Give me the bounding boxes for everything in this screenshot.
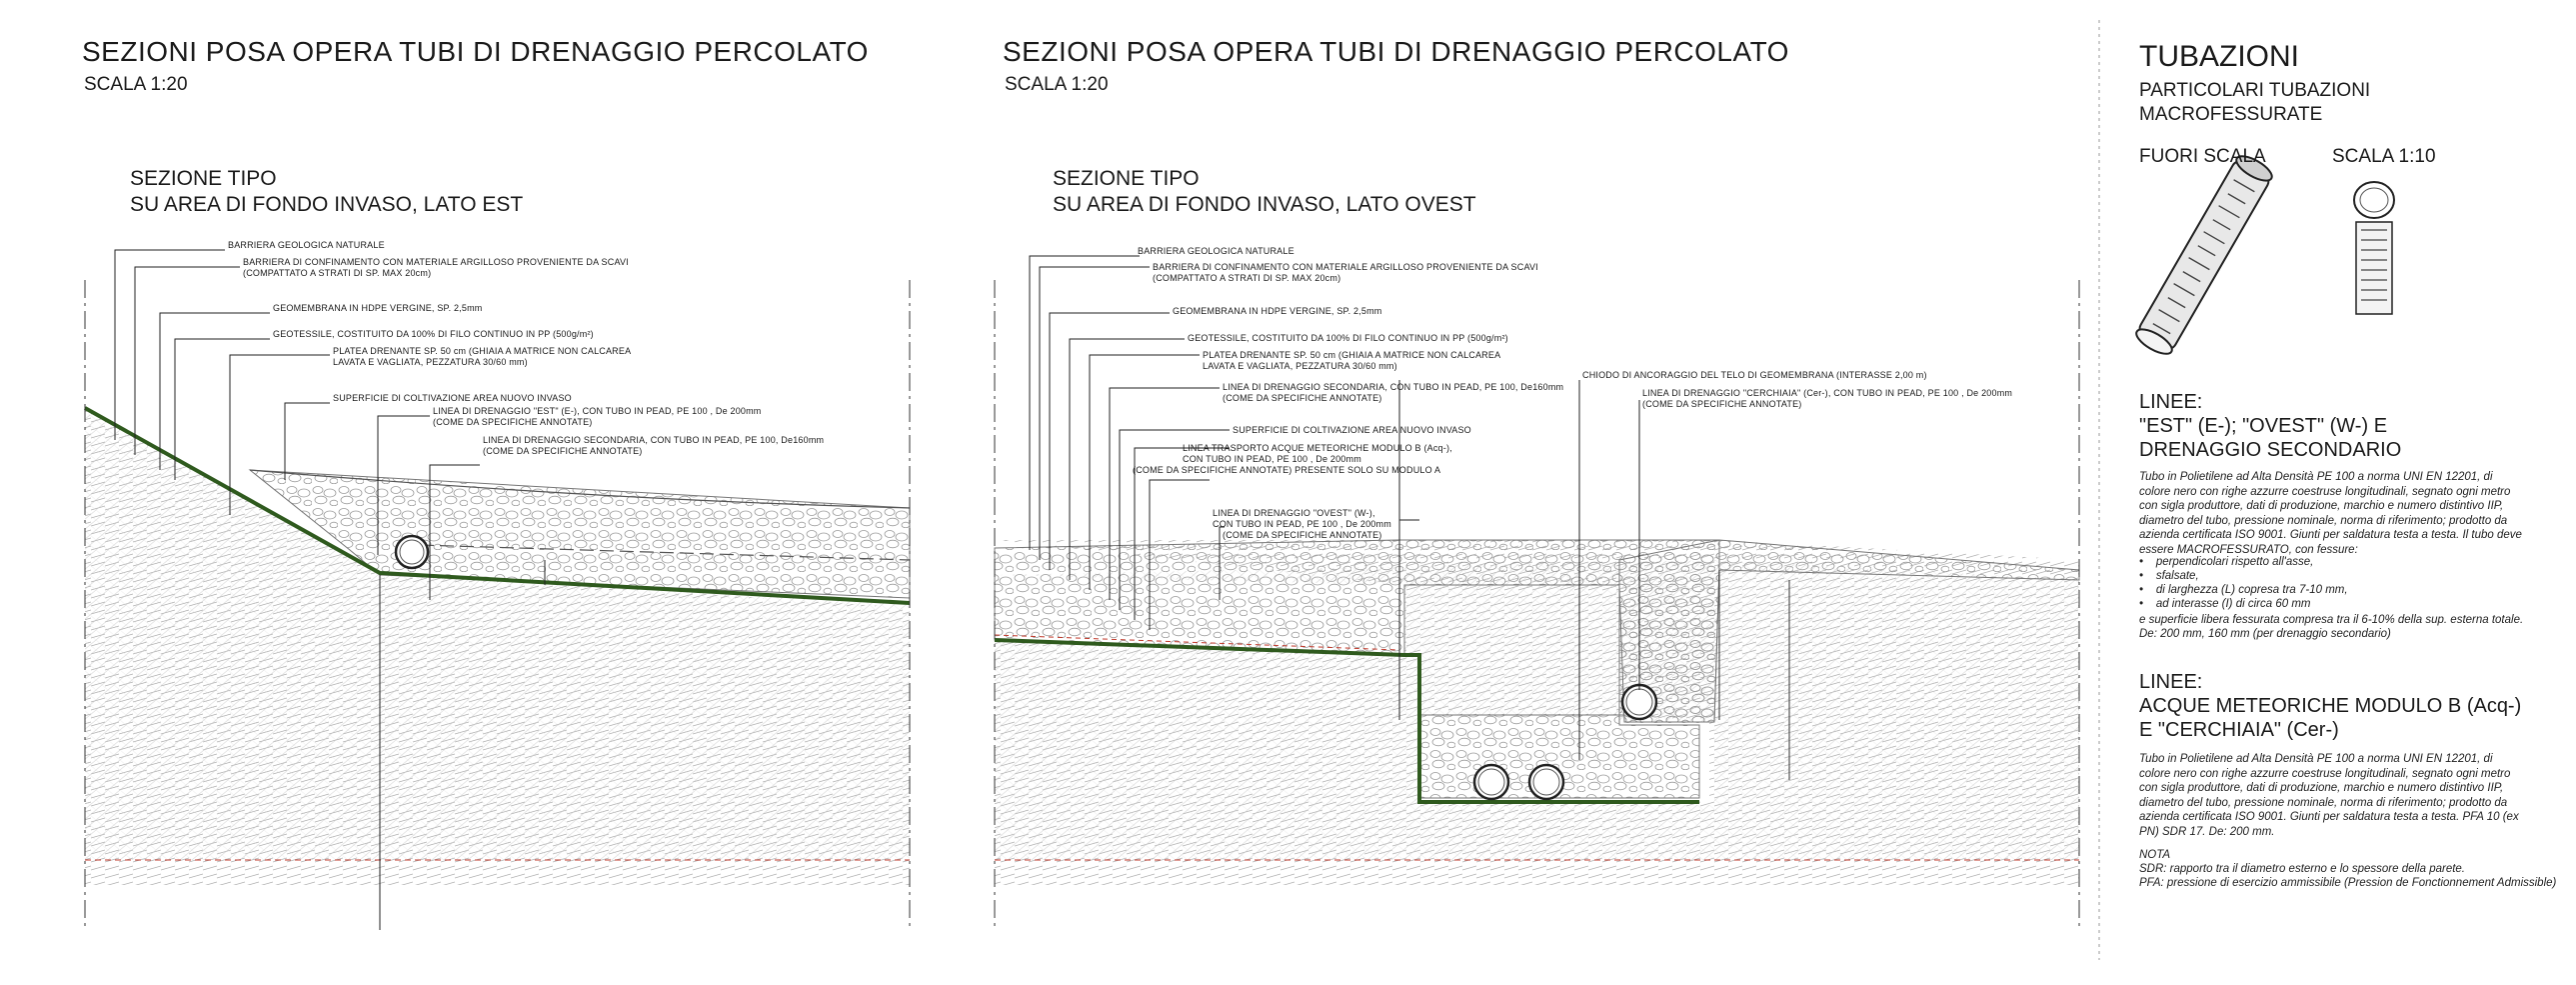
- heading2-line2: ACQUE METEORICHE MODULO B (Acq-): [2139, 695, 2522, 717]
- mid-note: LINEA DI DRENAGGIO "CERCHIAIA" (Cer-), C…: [1642, 388, 2013, 398]
- heading2-line3: E "CERCHIAIA" (Cer-): [2139, 719, 2339, 741]
- heading1-line3: DRENAGGIO SECONDARIO: [2139, 439, 2402, 461]
- left-section-label1: SEZIONE TIPO: [130, 167, 277, 190]
- mid-note: CHIODO DI ANCORAGGIO DEL TELO DI GEOMEMB…: [1582, 370, 1927, 380]
- heading1-line2: "EST" (E-); "OVEST" (W-) E: [2139, 415, 2388, 437]
- left-note: (COME DA SPECIFICHE ANNOTATE): [483, 446, 643, 456]
- drain-pipe-ovest: [1472, 763, 1510, 801]
- mid-note: (COME DA SPECIFICHE ANNOTATE): [1642, 399, 1802, 409]
- mid-note: GEOTESSILE, COSTITUITO DA 100% DI FILO C…: [1188, 333, 1508, 343]
- left-note: LINEA DI DRENAGGIO "EST" (E-), CON TUBO …: [433, 406, 762, 416]
- spec-paragraph-2: Tubo in Polietilene ad Alta Densità PE 1…: [2139, 753, 2519, 838]
- spec-paragraph-1: Tubo in Polietilene ad Alta Densità PE 1…: [2139, 471, 2522, 556]
- mid-note: (COMPATTATO A STRATI DI SP. MAX 20cm): [1153, 273, 1341, 283]
- mid-note: LAVATA E VAGLIATA, PEZZATURA 30/60 mm): [1203, 361, 1397, 371]
- section-mid: [994, 255, 2080, 930]
- bullet-item: • sfalsate,: [2139, 570, 2199, 582]
- mid-note: GEOMEMBRANA IN HDPE VERGINE, SP. 2,5mm: [1173, 306, 1382, 316]
- mid-note: LINEA DI DRENAGGIO "OVEST" (W-),: [1213, 508, 1375, 518]
- scala-110-label: SCALA 1:10: [2332, 146, 2436, 167]
- left-note: LINEA DI DRENAGGIO SECONDARIA, CON TUBO …: [483, 435, 825, 445]
- left-title: SEZIONI POSA OPERA TUBI DI DRENAGGIO PER…: [82, 36, 869, 67]
- nota-line1: SDR: rapporto tra il diametro esterno e …: [2139, 863, 2465, 875]
- right-subtitle2: MACROFESSURATE: [2139, 104, 2323, 125]
- mid-section-label2: SU AREA DI FONDO INVASO, LATO OVEST: [1053, 193, 1476, 216]
- nota-label: NOTA: [2139, 849, 2171, 861]
- right-subtitle1: PARTICOLARI TUBAZIONI: [2139, 80, 2371, 101]
- left-note: LAVATA E VAGLIATA, PEZZATURA 30/60 mm): [333, 357, 528, 367]
- mid-note: BARRIERA GEOLOGICA NATURALE: [1138, 246, 1294, 256]
- left-note: BARRIERA DI CONFINAMENTO CON MATERIALE A…: [243, 257, 629, 267]
- left-note: GEOTESSILE, COSTITUITO DA 100% DI FILO C…: [273, 329, 594, 339]
- left-note: PLATEA DRENANTE SP. 50 cm (GHIAIA A MATR…: [333, 346, 632, 356]
- mid-note: CON TUBO IN PEAD, PE 100 , De 200mm: [1213, 519, 1391, 529]
- mid-note: BARRIERA DI CONFINAMENTO CON MATERIALE A…: [1153, 262, 1538, 272]
- bullet-item: • perpendicolari rispetto all'asse,: [2139, 556, 2314, 568]
- pipe-detail: [2098, 20, 2395, 960]
- mid-section-label1: SEZIONE TIPO: [1053, 167, 1200, 190]
- left-note: SUPERFICIE DI COLTIVAZIONE AREA NUOVO IN…: [333, 393, 572, 403]
- left-note: (COMPATTATO A STRATI DI SP. MAX 20cm): [243, 268, 432, 278]
- mid-note: LINEA DI DRENAGGIO SECONDARIA, CON TUBO …: [1223, 382, 1564, 392]
- mid-note: (COME DA SPECIFICHE ANNOTATE) PRESENTE S…: [1133, 465, 1441, 475]
- bullet-item: • ad interasse (I) di circa 60 mm: [2139, 598, 2311, 610]
- spec-tail-1: e superficie libera fessurata compresa t…: [2139, 614, 2524, 626]
- mid-note: LINEA TRASPORTO ACQUE METEORICHE MODULO …: [1183, 443, 1452, 453]
- left-note: GEOMEMBRANA IN HDPE VERGINE, SP. 2,5mm: [273, 303, 483, 313]
- mid-note: (COME DA SPECIFICHE ANNOTATE): [1223, 530, 1382, 540]
- heading1-line1: LINEE:: [2139, 391, 2203, 413]
- acq-pipe: [1527, 763, 1565, 801]
- cer-pipe: [1620, 683, 1658, 721]
- left-section-label2: SU AREA DI FONDO INVASO, LATO EST: [130, 193, 524, 216]
- mid-title: SEZIONI POSA OPERA TUBI DI DRENAGGIO PER…: [1003, 36, 1789, 67]
- section-left: [84, 249, 911, 930]
- heading2-line1: LINEE:: [2139, 671, 2203, 693]
- mid-note: PLATEA DRENANTE SP. 50 cm (GHIAIA A MATR…: [1203, 350, 1501, 360]
- mid-scale: SCALA 1:20: [1005, 74, 1109, 95]
- drain-pipe-est: [394, 534, 430, 570]
- fuori-scala-label: FUORI SCALA: [2139, 146, 2266, 167]
- mid-note: SUPERFICIE DI COLTIVAZIONE AREA NUOVO IN…: [1233, 425, 1471, 435]
- mid-note: CON TUBO IN PEAD, PE 100 , De 200mm: [1183, 454, 1361, 464]
- mid-note: (COME DA SPECIFICHE ANNOTATE): [1223, 393, 1382, 403]
- left-note: BARRIERA GEOLOGICA NATURALE: [228, 240, 385, 250]
- right-title: TUBAZIONI: [2139, 40, 2300, 73]
- left-scale: SCALA 1:20: [84, 74, 188, 95]
- spec-tail-2: De: 200 mm, 160 mm (per drenaggio second…: [2139, 628, 2391, 640]
- left-note: (COME DA SPECIFICHE ANNOTATE): [433, 417, 593, 427]
- bullet-item: • di larghezza (L) copresa tra 7-10 mm,: [2139, 584, 2348, 596]
- nota-line2: PFA: pressione di esercizio ammissibile …: [2139, 877, 2557, 889]
